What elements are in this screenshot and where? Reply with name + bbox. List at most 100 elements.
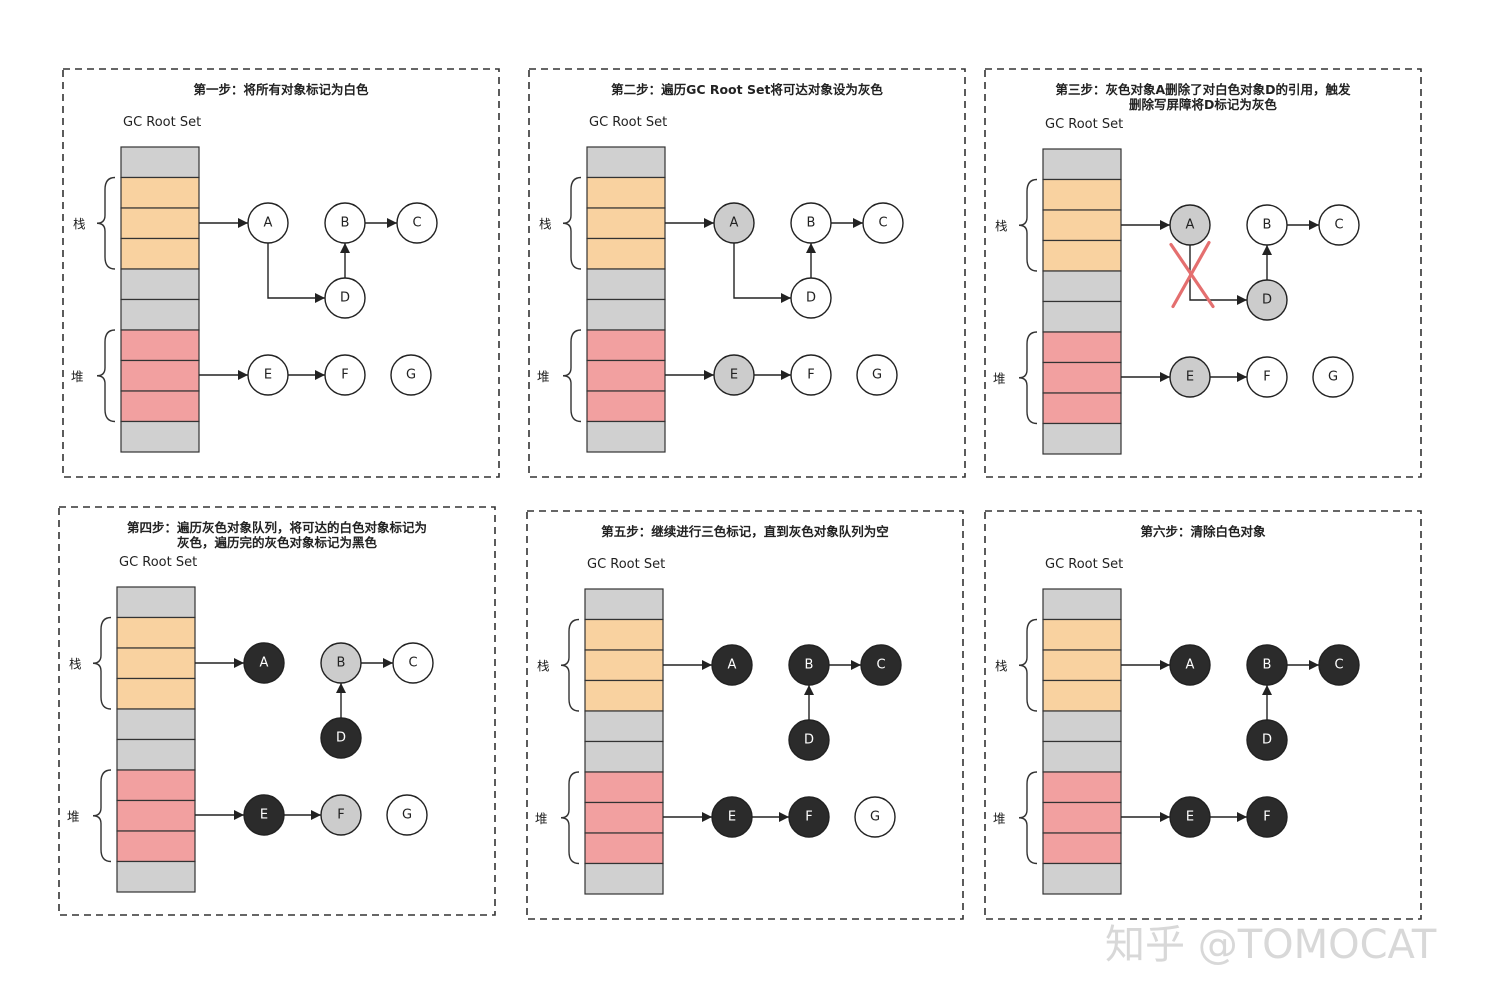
arrowhead [1160, 220, 1170, 230]
root-set-cell-stack [1042, 209, 1122, 242]
stack-label: 栈 [995, 658, 1008, 673]
object-node-circle-white [1246, 356, 1288, 398]
object-node-label: B [807, 216, 816, 231]
object-node-c: C [392, 642, 434, 684]
object-node-label: D [1262, 733, 1272, 748]
arrowhead [1237, 812, 1247, 822]
arrowhead [383, 658, 393, 668]
object-node-a: A [711, 644, 753, 686]
object-node-a: A [1169, 644, 1211, 686]
reference-heap-to-e [1121, 812, 1170, 822]
object-node-circle-black [1169, 644, 1211, 686]
arrowhead [704, 370, 714, 380]
root-set-cell-stack [584, 679, 664, 712]
arrowhead [1160, 660, 1170, 670]
panel-title: 第二步：遍历GC Root Set将可达对象设为灰色 [611, 82, 883, 97]
reference-d-to-b [804, 685, 814, 720]
stack-brace [562, 176, 582, 270]
root-set-cell-heap [1042, 832, 1122, 865]
heap-label: 堆 [67, 809, 80, 824]
object-node-label: G [872, 368, 882, 383]
object-node-d: D [324, 277, 366, 319]
arrowhead [1262, 245, 1272, 255]
root-set-cell-grey [1042, 300, 1122, 333]
arrowhead [1309, 220, 1319, 230]
object-node-label: E [728, 810, 736, 825]
object-node-label: D [336, 731, 346, 746]
stack-brace [560, 618, 580, 712]
object-node-label: A [260, 656, 269, 671]
object-node-c: C [1318, 204, 1360, 246]
reference-stack-to-a [1121, 660, 1170, 670]
object-node-circle-black [1246, 796, 1288, 838]
object-node-e: E [1169, 356, 1211, 398]
object-node-label: C [1334, 218, 1343, 233]
arrowhead [853, 218, 863, 228]
arrowhead [1237, 372, 1247, 382]
panel-frame [58, 506, 496, 916]
root-set-cell-grey [120, 268, 200, 301]
object-node-d: D [320, 717, 362, 759]
object-node-label: F [807, 368, 814, 383]
arrowhead [1309, 660, 1319, 670]
root-set-cell-grey [1042, 270, 1122, 303]
root-set-cell-stack [120, 176, 200, 209]
panel-title: 第四步：遍历灰色对象队列，将可达的白色对象标记为 [127, 520, 427, 535]
arrowhead [1160, 812, 1170, 822]
object-node-label: F [805, 810, 812, 825]
object-node-circle-black [1246, 719, 1288, 761]
reference-d-to-b [1262, 685, 1272, 720]
object-node-circle-black [788, 719, 830, 761]
heap-brace [92, 769, 112, 863]
object-node-circle-white [790, 354, 832, 396]
root-set-cell-grey [116, 586, 196, 619]
reference-b-to-c [361, 658, 393, 668]
object-node-c: C [1318, 644, 1360, 686]
object-node-f: F [320, 794, 362, 836]
gc-root-set-label: GC Root Set [589, 115, 667, 130]
root-set-cell-grey [120, 420, 200, 453]
object-node-circle-grey [713, 354, 755, 396]
arrowhead [238, 370, 248, 380]
root-set-cell-stack [1042, 618, 1122, 651]
panel-frame [528, 68, 966, 478]
object-node-circle-white [1318, 204, 1360, 246]
arrowhead [311, 810, 321, 820]
root-set-cell-stack [586, 207, 666, 240]
root-set-cell-heap [586, 329, 666, 362]
reference-stack-to-a [663, 660, 712, 670]
arrowhead [1262, 685, 1272, 695]
object-node-circle-white [862, 202, 904, 244]
gc-root-set-label: GC Root Set [119, 555, 197, 570]
reference-d-to-b [806, 243, 816, 278]
object-node-circle-grey [713, 202, 755, 244]
root-set-cell-heap [120, 359, 200, 392]
stack-brace [92, 616, 112, 710]
object-node-d: D [1246, 279, 1288, 321]
arrowhead [781, 293, 791, 303]
object-node-label: A [728, 658, 737, 673]
heap-brace [560, 771, 580, 865]
gc-root-set-label: GC Root Set [1045, 117, 1123, 132]
root-set-cell-grey [116, 708, 196, 741]
panel-title: 删除写屏障将D标记为灰色 [1129, 97, 1277, 112]
object-node-label: E [264, 368, 272, 383]
object-node-a: A [713, 202, 755, 244]
object-node-f: F [1246, 796, 1288, 838]
arrowhead [779, 812, 789, 822]
arrowhead [315, 293, 325, 303]
object-node-circle-white [790, 277, 832, 319]
object-node-label: G [1328, 370, 1338, 385]
deleted-reference-cross [1169, 240, 1215, 309]
reference-b-to-c [829, 660, 861, 670]
root-set-cell-grey [1042, 148, 1122, 181]
object-node-circle-grey [1169, 204, 1211, 246]
object-node-c: C [860, 644, 902, 686]
object-node-f: F [324, 354, 366, 396]
root-set-cell-heap [1042, 392, 1122, 425]
reference-e-to-f [1210, 812, 1247, 822]
object-node-label: F [337, 808, 344, 823]
